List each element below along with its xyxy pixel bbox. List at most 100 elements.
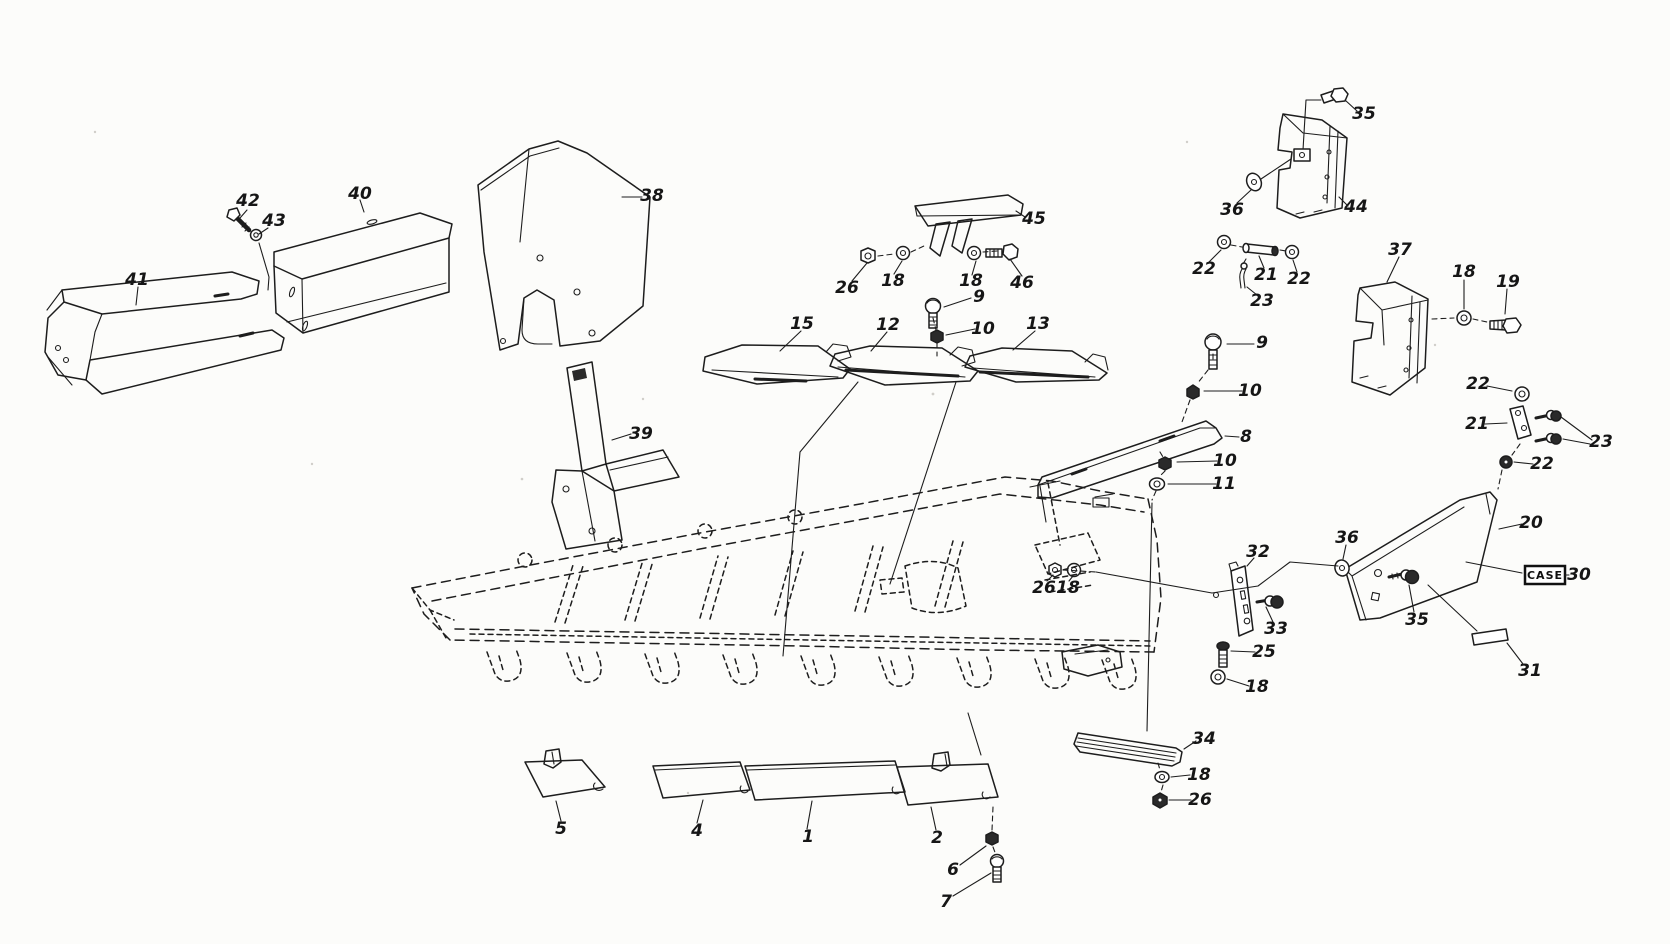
bolt-23-upper bbox=[1534, 409, 1562, 422]
part-45-tee-bracket bbox=[914, 194, 1024, 257]
part-37-bracket bbox=[1351, 281, 1429, 396]
bolt-35-in-20 bbox=[1387, 569, 1420, 585]
washer-18-bottom bbox=[1154, 770, 1170, 784]
alignment-dashes-9-10 bbox=[932, 317, 938, 357]
part-callout-18: 18 bbox=[881, 271, 905, 291]
blank-decal-31 bbox=[1471, 628, 1509, 646]
part-callout-12: 12 bbox=[876, 315, 900, 335]
part-callout-38: 38 bbox=[640, 186, 664, 206]
nut-26-mid bbox=[1048, 562, 1062, 578]
part-callout-18: 18 bbox=[1187, 765, 1211, 785]
part-callout-13: 13 bbox=[1026, 314, 1050, 334]
washer-18-right bbox=[1456, 310, 1472, 326]
part-callout-41: 41 bbox=[124, 270, 149, 290]
part-callout-23: 23 bbox=[1250, 291, 1274, 311]
part-callout-18: 18 bbox=[1245, 677, 1269, 697]
alignment-dashes-2-6-7 bbox=[991, 806, 997, 856]
alignment-dashes-8 bbox=[1151, 353, 1214, 501]
callout-leaders bbox=[135, 99, 1593, 897]
frame-bar-mount bbox=[1061, 644, 1123, 677]
part-callout-22: 22 bbox=[1530, 454, 1554, 474]
part-41-channel-rail bbox=[44, 271, 285, 395]
part-callout-26: 26 bbox=[1188, 790, 1212, 810]
part-callout-26: 26 bbox=[835, 278, 859, 298]
part-callout-5: 5 bbox=[555, 819, 567, 839]
washer-22-d bbox=[1499, 455, 1513, 469]
washer-18-top-left bbox=[895, 245, 911, 261]
part-callout-18: 18 bbox=[1056, 578, 1080, 598]
part-callout-46: 46 bbox=[1009, 273, 1034, 293]
bolt-46 bbox=[985, 243, 1019, 261]
part-callout-36: 36 bbox=[1220, 200, 1244, 220]
alignment-dashes-34 bbox=[1157, 762, 1164, 793]
part-5-skid-plate bbox=[524, 748, 606, 798]
part-callout-32: 32 bbox=[1246, 542, 1270, 562]
frame-guard-fingers bbox=[486, 648, 1137, 690]
part-13-blade bbox=[964, 347, 1109, 383]
connector-lines bbox=[782, 381, 1524, 756]
alignment-dashes-37 bbox=[1431, 317, 1488, 323]
part-callout-22: 22 bbox=[1466, 374, 1490, 394]
case-decal-text: CASE bbox=[1527, 569, 1563, 582]
part-callout-30: 30 bbox=[1567, 565, 1591, 585]
part-callout-33: 33 bbox=[1264, 619, 1288, 639]
part-callout-43: 43 bbox=[261, 211, 286, 231]
bolt-35-top bbox=[1320, 87, 1349, 104]
nut-10-left bbox=[930, 329, 944, 344]
part-callout-25: 25 bbox=[1252, 642, 1276, 662]
nut-26-top bbox=[860, 247, 876, 264]
part-callout-15: 15 bbox=[790, 314, 814, 334]
case-brand-decal: CASE bbox=[1523, 564, 1567, 586]
part-8-support-bar bbox=[1037, 420, 1223, 499]
leader-43-to-40 bbox=[258, 242, 270, 291]
pin-21-a bbox=[1242, 242, 1279, 257]
part-callout-21: 21 bbox=[1254, 265, 1278, 285]
part-callout-19: 19 bbox=[1496, 272, 1520, 292]
nut-10-low bbox=[1158, 456, 1172, 471]
scan-noise bbox=[93, 130, 1437, 795]
part-38-large-shield bbox=[477, 140, 651, 351]
bolt-19 bbox=[1489, 317, 1522, 334]
washer-11 bbox=[1148, 477, 1166, 491]
part-callout-31: 31 bbox=[1518, 661, 1542, 681]
part-callout-10: 10 bbox=[1238, 381, 1262, 401]
part-44-bracket bbox=[1276, 113, 1348, 219]
part-callout-18: 18 bbox=[959, 271, 983, 291]
part-callout-37: 37 bbox=[1388, 240, 1412, 260]
washer-36-b bbox=[1334, 559, 1350, 577]
alignment-dashes-45 bbox=[877, 244, 998, 257]
washer-22-a bbox=[1216, 234, 1232, 250]
part-callout-7: 7 bbox=[940, 892, 952, 912]
part-40-shield-plate bbox=[273, 212, 453, 334]
bolt-23-lower bbox=[1534, 432, 1562, 445]
bolt-33 bbox=[1255, 595, 1284, 609]
part-callout-22: 22 bbox=[1192, 259, 1216, 279]
washer-36-top bbox=[1245, 172, 1263, 192]
part-callout-10: 10 bbox=[971, 319, 995, 339]
part-callout-21: 21 bbox=[1465, 414, 1489, 434]
main-frame-phantom bbox=[411, 476, 1162, 653]
part-callout-18: 18 bbox=[1452, 262, 1476, 282]
bolt-9-right bbox=[1204, 333, 1222, 370]
part-callout-44: 44 bbox=[1343, 197, 1368, 217]
nut-6 bbox=[985, 831, 999, 846]
part-2-skid-plate bbox=[896, 751, 999, 806]
part-callout-40: 40 bbox=[347, 184, 372, 204]
part-callout-9: 9 bbox=[1256, 333, 1268, 353]
part-15-blade bbox=[702, 343, 852, 385]
alignment-dashes-20 bbox=[1497, 443, 1521, 490]
part-callout-2: 2 bbox=[931, 828, 943, 848]
bolt-42 bbox=[226, 207, 252, 233]
nut-26-bottom bbox=[1152, 792, 1168, 809]
part-callout-36: 36 bbox=[1335, 528, 1359, 548]
part-callout-39: 39 bbox=[629, 424, 653, 444]
washer-43 bbox=[249, 228, 263, 242]
nut-10-mid bbox=[1186, 384, 1200, 400]
part-callout-4: 4 bbox=[690, 821, 703, 841]
washer-18-below-25 bbox=[1210, 669, 1226, 685]
leader-35-into-44 bbox=[1302, 99, 1322, 151]
part-34-wear-bar bbox=[1073, 732, 1183, 767]
part-4-skid-plate bbox=[652, 761, 751, 799]
